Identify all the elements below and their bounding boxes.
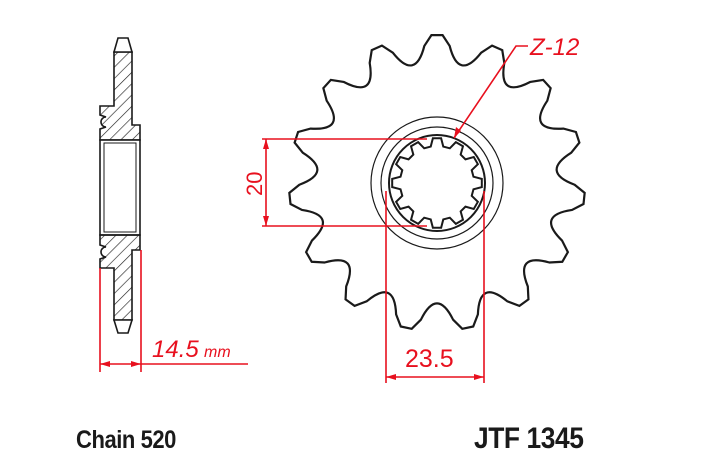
- side-tooth-top: [112, 37, 134, 53]
- part-number-label: JTF 1345: [474, 422, 584, 455]
- side-section-upper: [99, 51, 141, 141]
- spline-width-dimension: [385, 191, 485, 383]
- thickness-dimension: [99, 250, 248, 372]
- hub-ring-inner: [388, 134, 486, 232]
- sprocket-outline: [288, 34, 586, 331]
- thickness-unit: mm: [204, 344, 231, 361]
- side-section-lower: [99, 234, 141, 321]
- front-view: [288, 34, 586, 331]
- thickness-value: 14.5: [152, 336, 199, 363]
- side-tooth-bottom: [112, 319, 134, 334]
- spline-bore: [391, 137, 483, 229]
- side-bore: [99, 139, 141, 236]
- tooth-count-leader: [453, 45, 528, 139]
- spline-width-value: 23.5: [405, 345, 454, 373]
- hub-ring-middle: [380, 126, 494, 240]
- chain-size-label: Chain 520: [76, 426, 176, 454]
- spline-height-value: 20: [242, 172, 267, 196]
- side-view: [99, 37, 141, 334]
- spline-height-dimension: [262, 138, 427, 227]
- tooth-count-label: Z-12: [529, 34, 579, 61]
- hub-ring-outer: [370, 116, 504, 250]
